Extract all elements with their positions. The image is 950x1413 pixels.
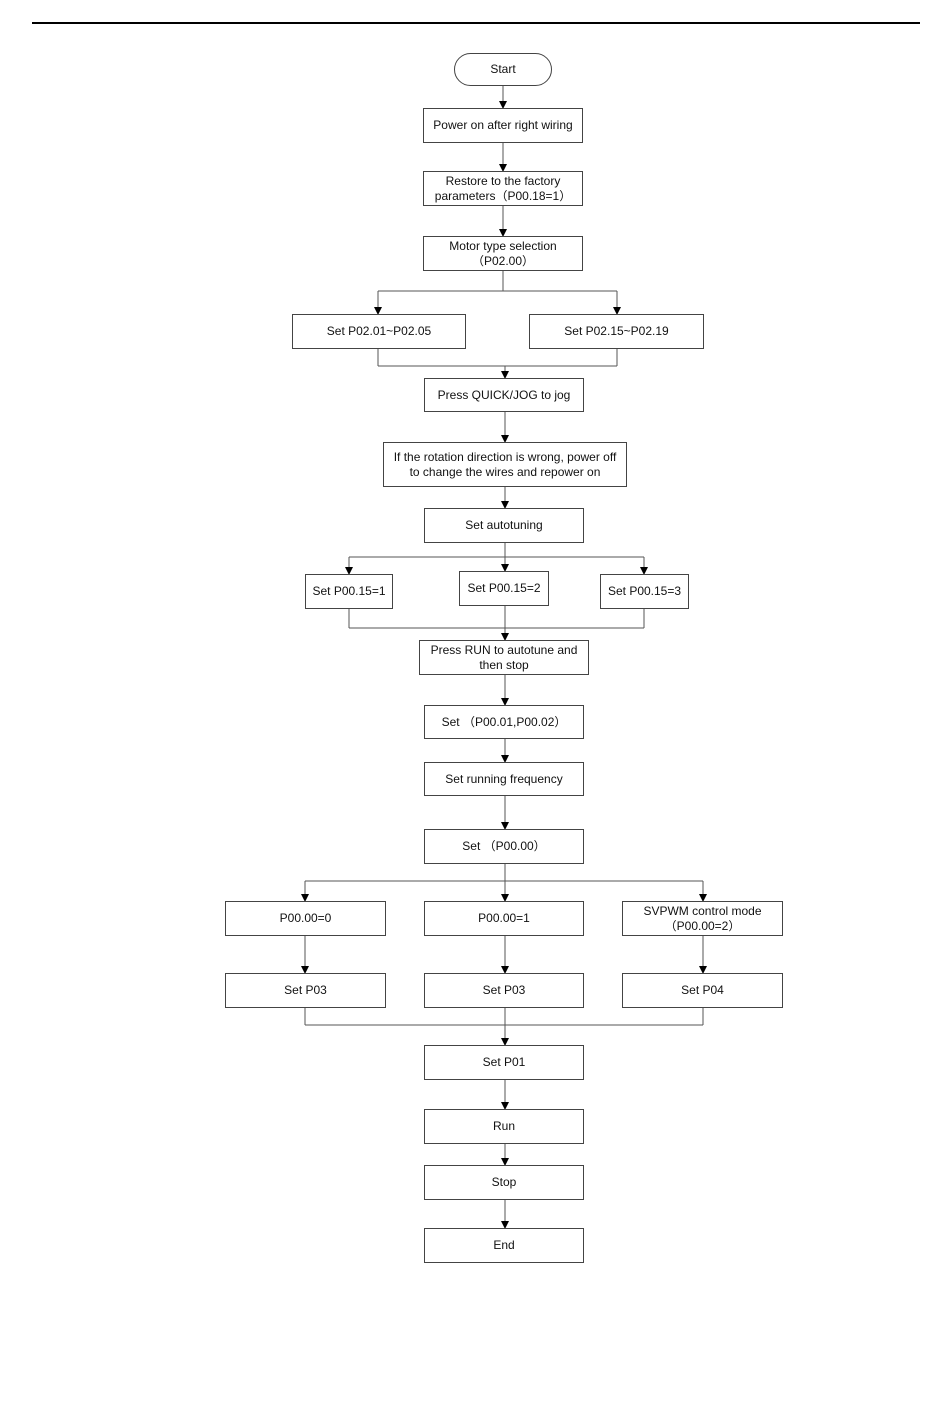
set-p04-label: Set P04 bbox=[681, 983, 724, 997]
svpwm-label-line2: （P00.00=2） bbox=[664, 918, 741, 933]
run-tune-label-line2: then stop bbox=[479, 657, 529, 672]
set-p0201-label: Set P02.01~P02.05 bbox=[326, 324, 432, 338]
rotation-label-line2: to change the wires and repower on bbox=[409, 464, 601, 479]
set-frequency-node: Set running frequency bbox=[424, 762, 584, 796]
svpwm-node: SVPWM control mode （P00.00=2） bbox=[622, 901, 783, 936]
svpwm-label-line1: SVPWM control mode bbox=[643, 903, 762, 918]
set-frequency-label: Set running frequency bbox=[445, 771, 563, 786]
p0015-2-label: Set P00.15=2 bbox=[467, 581, 541, 595]
p0015-1-label: Set P00.15=1 bbox=[312, 584, 386, 598]
set-p03-a-label: Set P03 bbox=[284, 983, 327, 997]
power-on-node: Power on after right wiring bbox=[423, 108, 583, 143]
set-p0215-node: Set P02.15~P02.19 bbox=[529, 314, 704, 349]
set-p0015-3-node: Set P00.15=3 bbox=[600, 574, 689, 609]
power-on-label: Power on after right wiring bbox=[433, 118, 573, 132]
set-p03-b-label: Set P03 bbox=[482, 983, 526, 997]
set-p03-a-node: Set P03 bbox=[225, 973, 386, 1008]
restore-label-line1: Restore to the factory bbox=[445, 173, 561, 188]
set-p03-b-node: Set P03 bbox=[424, 973, 584, 1008]
set-p0001-node: Set （P00.01,P00.02） bbox=[424, 705, 584, 739]
set-autotuning-node: Set autotuning bbox=[424, 508, 584, 543]
set-p0201-node: Set P02.01~P02.05 bbox=[292, 314, 466, 349]
set-p01-label: Set P01 bbox=[482, 1055, 526, 1069]
set-p0015-1-node: Set P00.15=1 bbox=[305, 574, 393, 609]
restore-label-line2: parameters（P00.18=1） bbox=[434, 188, 572, 203]
header-rule bbox=[32, 22, 920, 24]
start-node: Start bbox=[454, 53, 552, 86]
p0000-1-node: P00.00=1 bbox=[424, 901, 584, 936]
end-node: End bbox=[424, 1228, 584, 1263]
set-p0000-label: Set （P00.00） bbox=[462, 839, 546, 853]
set-p0000-node: Set （P00.00） bbox=[424, 829, 584, 864]
set-p01-node: Set P01 bbox=[424, 1045, 584, 1080]
p0000-0-node: P00.00=0 bbox=[225, 901, 386, 936]
run-node: Run bbox=[424, 1109, 584, 1144]
set-p04-node: Set P04 bbox=[622, 973, 783, 1008]
set-p0215-label: Set P02.15~P02.19 bbox=[564, 324, 669, 338]
start-label: Start bbox=[490, 62, 516, 76]
end-label: End bbox=[493, 1238, 515, 1252]
motor-label-line1: Motor type selection bbox=[449, 238, 557, 253]
run-tune-label-line1: Press RUN to autotune and bbox=[430, 642, 578, 657]
restore-factory-node: Restore to the factory parameters（P00.18… bbox=[423, 171, 583, 206]
set-p0001-label: Set （P00.01,P00.02） bbox=[441, 714, 567, 729]
motor-type-node: Motor type selection （P02.00） bbox=[423, 236, 583, 271]
rotation-label-line1: If the rotation direction is wrong, powe… bbox=[393, 449, 617, 464]
stop-node: Stop bbox=[424, 1165, 584, 1200]
run-label: Run bbox=[492, 1119, 515, 1133]
autotuning-label: Set autotuning bbox=[465, 518, 543, 532]
quick-jog-label: Press QUICK/JOG to jog bbox=[437, 387, 571, 402]
quick-jog-node: Press QUICK/JOG to jog bbox=[424, 378, 584, 412]
run-autotune-node: Press RUN to autotune and then stop bbox=[419, 640, 589, 675]
set-p0015-2-node: Set P00.15=2 bbox=[459, 571, 549, 606]
stop-label: Stop bbox=[491, 1175, 517, 1189]
p0015-3-label: Set P00.15=3 bbox=[607, 584, 682, 598]
p0000-1-label: P00.00=1 bbox=[478, 911, 530, 925]
p0000-0-label: P00.00=0 bbox=[279, 911, 332, 925]
rotation-check-node: If the rotation direction is wrong, powe… bbox=[383, 442, 627, 487]
motor-label-line2: （P02.00） bbox=[471, 253, 535, 268]
